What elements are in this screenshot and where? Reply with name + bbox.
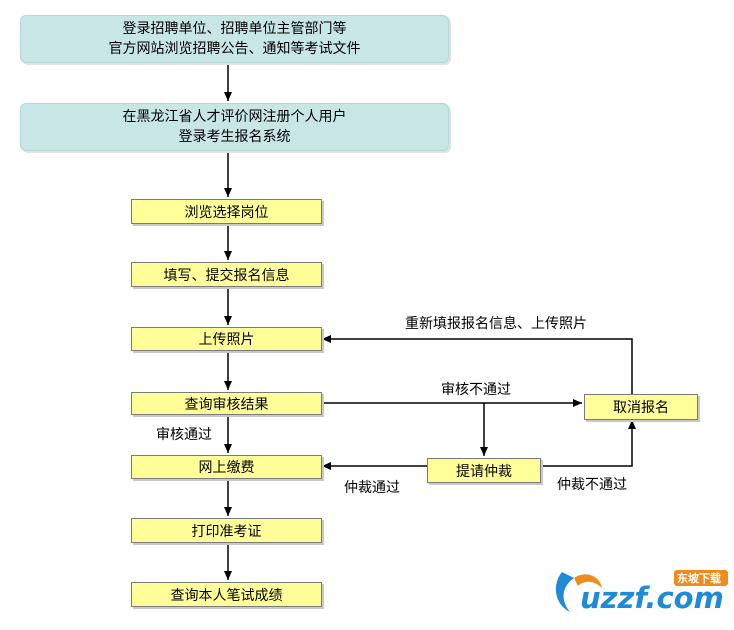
- visit-website-box: 登录招聘单位、招聘单位主管部门等 官方网站浏览招聘公告、通知等考试文件: [20, 15, 449, 63]
- online-payment-box: 网上缴费: [131, 455, 322, 479]
- visit-line-2: 官方网站浏览招聘公告、通知等考试文件: [108, 41, 361, 57]
- uzzf-watermark-logo: uzzf.com 东坡下载: [548, 566, 730, 618]
- arrow-cancel-upload: [322, 335, 633, 394]
- arbitration-pass-label: 仲裁通过: [344, 480, 400, 496]
- arbitration-fail-label: 仲裁不通过: [557, 477, 627, 493]
- review-pass-label: 审核通过: [156, 427, 212, 443]
- review-fail-label: 审核不通过: [441, 382, 511, 398]
- cancel-registration-box: 取消报名: [584, 394, 698, 420]
- upload-photo-box: 上传照片: [131, 327, 322, 351]
- register-line-1: 在黑龙江省人才评价网注册个人用户: [122, 109, 347, 125]
- fill-info-box: 填写、提交报名信息: [131, 262, 322, 287]
- arrow-arbitration-cancel: [541, 420, 636, 467]
- query-score-box: 查询本人笔试成绩: [131, 582, 322, 607]
- visit-line-1: 登录招聘单位、招聘单位主管部门等: [122, 21, 347, 37]
- refill-label: 重新填报报名信息、上传照片: [405, 316, 587, 332]
- print-ticket-box: 打印准考证: [131, 518, 322, 543]
- uzzf-logo-graphic: uzzf.com 东坡下载: [555, 570, 728, 615]
- register-box: 在黑龙江省人才评价网注册个人用户 登录考生报名系统: [20, 103, 449, 151]
- arbitration-box: 提请仲裁: [427, 458, 541, 483]
- watermark-tag: 东坡下载: [677, 571, 721, 585]
- watermark-text: uzzf.com: [580, 581, 724, 615]
- register-line-2: 登录考生报名系统: [178, 129, 291, 145]
- query-review-box: 查询审核结果: [131, 392, 322, 415]
- browse-positions-box: 浏览选择岗位: [131, 199, 322, 224]
